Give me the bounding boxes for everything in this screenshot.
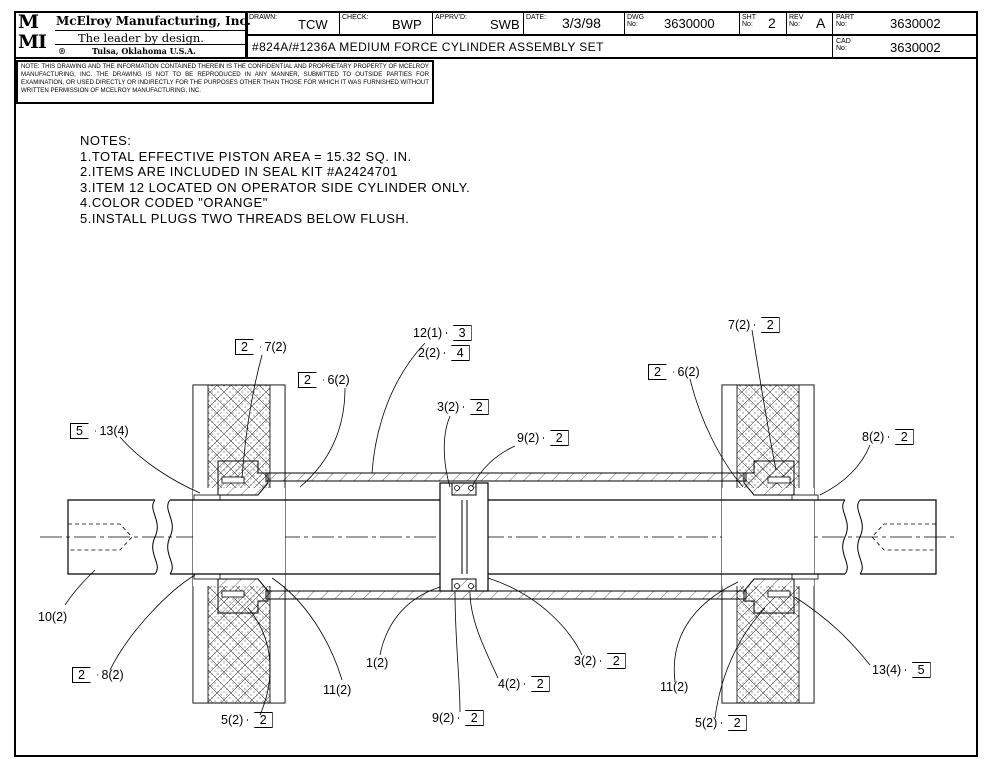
rod-break-left — [167, 499, 173, 575]
callout-13-left: 5 13(4) — [70, 424, 129, 438]
leader-lines — [64, 329, 871, 719]
part-label: PART No: — [836, 14, 854, 28]
callout-10: 10(2) — [38, 610, 68, 624]
notes-block: NOTES: 1.TOTAL EFFECTIVE PISTON AREA = 1… — [80, 133, 470, 226]
part-value: 3630002 — [890, 16, 941, 31]
callout-6-right: 2 6(2) — [648, 365, 700, 379]
callout-12: 12(1) 3 — [413, 325, 472, 341]
drawing-title: #824A/#1236A MEDIUM FORCE CYLINDER ASSEM… — [252, 40, 604, 54]
callout-2: 2(2) 4 — [418, 345, 470, 361]
date-value: 3/3/98 — [562, 15, 601, 31]
company-slogan: The leader by design. — [78, 31, 204, 45]
left-mount-block — [192, 384, 286, 704]
note-5: 5.INSTALL PLUGS TWO THREADS BELOW FLUSH. — [80, 210, 410, 226]
callout-9-bottom: 9(2) 2 — [432, 710, 484, 726]
check-label: CHECK: — [342, 14, 369, 21]
notes-heading: NOTES: — [80, 133, 132, 148]
left-rod-end — [67, 499, 158, 575]
sht-value: 2 — [768, 15, 776, 31]
callout-7-left: 2 7(2) — [235, 340, 287, 354]
callout-9-top: 9(2) 2 — [517, 430, 569, 446]
callout-1: 1(2) — [366, 656, 389, 670]
note-1: 1.TOTAL EFFECTIVE PISTON AREA = 15.32 SQ… — [80, 148, 412, 164]
date-label: DATE: — [526, 14, 547, 21]
piston — [439, 482, 489, 592]
rod-break-right — [842, 499, 848, 575]
confidentiality-notice: NOTE: THIS DRAWING AND THE INFORMATION C… — [16, 60, 434, 104]
apprvd-label: APPRV'D: — [435, 14, 467, 21]
callout-4: 4(2) 2 — [498, 676, 550, 692]
callout-6-left: 2 6(2) — [298, 373, 350, 387]
note-3: 3.ITEM 12 LOCATED ON OPERATOR SIDE CYLIN… — [80, 179, 471, 195]
drawn-value: TCW — [298, 17, 328, 32]
tube-wall-bottom — [265, 590, 747, 600]
title-block-row1 — [246, 11, 978, 36]
callout-5-left: 5(2) 2 — [221, 712, 273, 728]
callout-7-right: 7(2) 2 — [728, 317, 780, 333]
callout-8-left: 2 8(2) — [72, 668, 124, 682]
rev-label: REV No: — [789, 14, 804, 28]
callout-11-right: 11(2) — [660, 680, 689, 694]
company-logo: MMI — [18, 11, 47, 53]
registered-mark: ® — [58, 46, 66, 56]
callout-8-right: 8(2) 2 — [862, 429, 914, 445]
rev-value: A — [816, 15, 826, 31]
right-gland — [743, 460, 819, 614]
check-value: BWP — [392, 17, 422, 32]
right-rod-end — [857, 499, 937, 575]
apprvd-value: SWB — [490, 17, 520, 32]
callout-11-left: 11(2) — [323, 683, 352, 697]
callout-5-right: 5(2) 2 — [695, 715, 747, 731]
note-4: 4.COLOR CODED "ORANGE" — [80, 195, 268, 210]
cad-label: CAD No: — [836, 38, 851, 52]
right-mount-block — [721, 384, 815, 704]
note-2: 2.ITEMS ARE INCLUDED IN SEAL KIT #A24247… — [80, 164, 398, 179]
callout-3-top: 3(2) 2 — [437, 399, 489, 415]
tube-wall-top — [265, 472, 747, 482]
callout-13-right: 13(4) 5 — [872, 662, 931, 678]
title-block-row2 — [246, 35, 978, 59]
company-name: McElroy Manufacturing, Inc. — [56, 14, 251, 28]
drawn-label: DRAWN: — [249, 14, 278, 21]
company-location: Tulsa, Oklahoma U.S.A. — [92, 46, 196, 56]
callout-3-bottom: 3(2) 2 — [574, 653, 626, 669]
cad-value: 3630002 — [890, 40, 941, 55]
slogan-box — [55, 30, 245, 45]
dwg-value: 3630000 — [664, 16, 715, 31]
dwg-label: DWG No: — [627, 14, 645, 28]
sht-label: SHT No: — [742, 14, 756, 28]
